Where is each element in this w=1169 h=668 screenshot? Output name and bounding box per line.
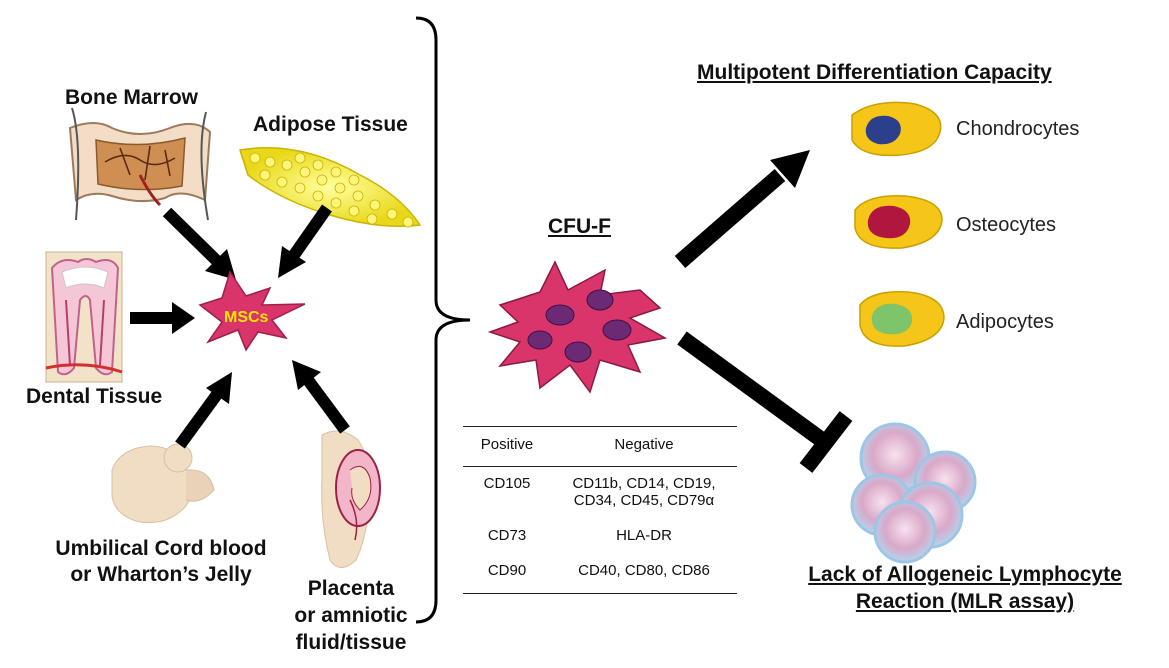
label-placenta: Placenta or amniotic fluid/tissue — [284, 575, 418, 656]
negative-marker: CD11b, CD14, CD19, CD34, CD45, CD79α — [572, 475, 716, 509]
chondrocyte-cell — [851, 101, 942, 157]
osteocyte-cell — [854, 195, 943, 249]
label-mlr: Lack of Allogeneic Lymphocyte Reaction (… — [780, 561, 1150, 615]
label-mscs: MSCs — [224, 309, 269, 326]
arrow-to-differentiation — [674, 150, 810, 269]
placenta-illustration — [321, 430, 381, 568]
label-dental-tissue: Dental Tissue — [26, 385, 163, 408]
label-adipose-tissue: Adipose Tissue — [253, 113, 408, 136]
fetus-illustration — [111, 443, 215, 524]
label-cfuf: CFU-F — [548, 215, 611, 238]
negative-marker: HLA-DR — [616, 527, 672, 544]
label-umbilical-line2: or Wharton’s Jelly — [70, 563, 252, 586]
label-osteocytes: Osteocytes — [956, 214, 1057, 236]
arrow-dental-to-mscs — [130, 302, 195, 334]
source-arrows — [130, 204, 350, 449]
arrow-adipose-to-mscs — [278, 204, 332, 278]
label-placenta-line2: or amniotic — [294, 604, 408, 627]
dental-tissue-illustration — [45, 251, 123, 383]
label-placenta-line1: Placenta — [307, 577, 395, 600]
label-adipocytes: Adipocytes — [956, 311, 1054, 333]
table-row: CD90 CD40, CD80, CD86 — [463, 554, 737, 594]
table-row: CD73 HLA-DR — [463, 519, 737, 554]
table-row: CD105 CD11b, CD14, CD19, CD34, CD45, CD7… — [463, 467, 737, 520]
arrow-placenta-to-mscs — [292, 360, 350, 434]
label-placenta-line3: fluid/tissue — [295, 631, 407, 654]
arrow-bone-marrow-to-mscs — [162, 207, 236, 280]
label-mlr-line1: Lack of Allogeneic Lymphocyte — [808, 563, 1122, 586]
inhibition-to-mlr — [677, 331, 853, 473]
lymphocyte-cluster — [850, 422, 977, 564]
header-positive: Positive — [463, 426, 551, 467]
cfuf-colony — [487, 260, 668, 394]
label-mlr-line2: Reaction (MLR assay) — [855, 590, 1075, 613]
negative-marker: CD40, CD80, CD86 — [551, 554, 737, 594]
msc-cell — [198, 270, 306, 352]
label-umbilical-line1: Umbilical Cord blood — [55, 537, 267, 560]
marker-table-header: Positive Negative — [463, 426, 737, 467]
header-negative: Negative — [551, 426, 737, 467]
arrow-umbilical-to-mscs — [175, 372, 232, 449]
adipocyte-cell — [859, 291, 945, 347]
label-umbilical: Umbilical Cord blood or Wharton’s Jelly — [36, 536, 286, 588]
adipose-tissue-illustration — [239, 147, 422, 228]
positive-marker: CD105 — [483, 475, 531, 492]
label-bone-marrow: Bone Marrow — [65, 86, 199, 109]
label-differentiation-title: Multipotent Differentiation Capacity — [697, 61, 1052, 84]
grouping-bracket — [415, 16, 471, 624]
label-chondrocytes: Chondrocytes — [956, 118, 1080, 140]
bone-marrow-illustration — [68, 107, 212, 221]
positive-marker: CD73 — [487, 527, 527, 544]
marker-table: Positive Negative CD105 CD11b, CD14, CD1… — [463, 426, 737, 594]
positive-marker: CD90 — [463, 554, 551, 594]
